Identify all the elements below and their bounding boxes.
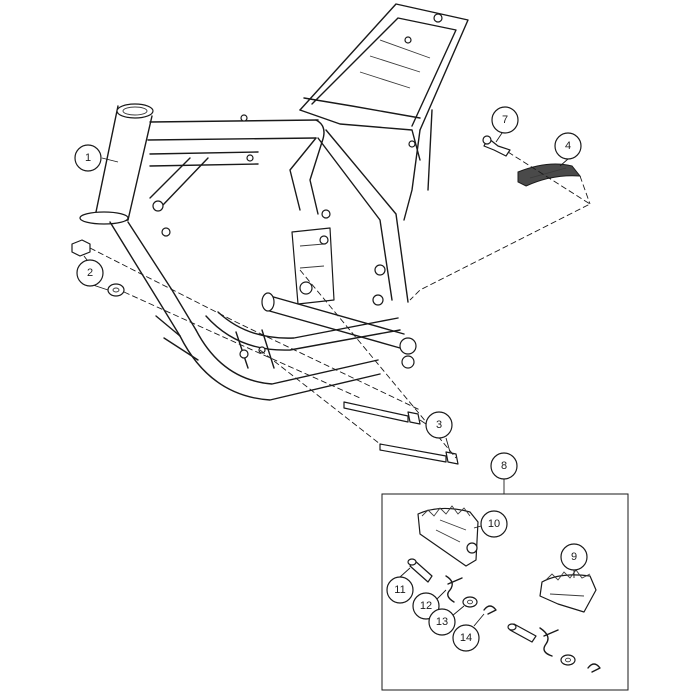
svg-text:12: 12 — [420, 600, 432, 612]
nut-2-upper — [71, 239, 91, 257]
callout-13: 13 — [428, 605, 465, 636]
callout-4: 4 — [554, 132, 582, 167]
washer-13 — [462, 596, 576, 666]
svg-text:2: 2 — [87, 267, 93, 279]
footpeg-9 — [539, 569, 597, 613]
svg-text:7: 7 — [502, 114, 508, 126]
pin-11-second — [507, 623, 537, 643]
callout-8: 8 — [490, 452, 518, 480]
callout-3: 3 — [419, 411, 453, 453]
callout-9: 9 — [560, 543, 588, 578]
svg-text:13: 13 — [436, 616, 448, 628]
callout-11: 11 — [386, 567, 414, 604]
svg-text:4: 4 — [565, 140, 571, 152]
assembly-lines — [89, 151, 591, 459]
washer-2-lower — [107, 283, 125, 297]
svg-text:10: 10 — [488, 518, 500, 530]
callout-7: 7 — [491, 106, 519, 143]
cotter-pin-14 — [483, 605, 601, 673]
bolt-7 — [482, 135, 511, 157]
bolt-3-lower — [379, 443, 459, 465]
svg-text:3: 3 — [436, 419, 442, 431]
motorcycle-frame — [79, 3, 469, 401]
chain-guide-4 — [517, 163, 582, 187]
callout-2: 2 — [76, 255, 109, 291]
svg-text:1: 1 — [85, 152, 91, 164]
callout-1: 1 — [74, 144, 119, 172]
footpeg-10 — [417, 505, 479, 567]
footrest-kit-box — [381, 493, 629, 691]
callout-10: 10 — [473, 510, 508, 538]
svg-text:9: 9 — [571, 551, 577, 563]
bolt-3-upper — [343, 401, 421, 425]
pin-11 — [407, 558, 433, 583]
svg-text:8: 8 — [501, 460, 507, 472]
spring-12 — [445, 575, 559, 657]
svg-text:11: 11 — [394, 584, 405, 596]
callout-14: 14 — [452, 613, 485, 652]
svg-text:14: 14 — [460, 632, 472, 644]
